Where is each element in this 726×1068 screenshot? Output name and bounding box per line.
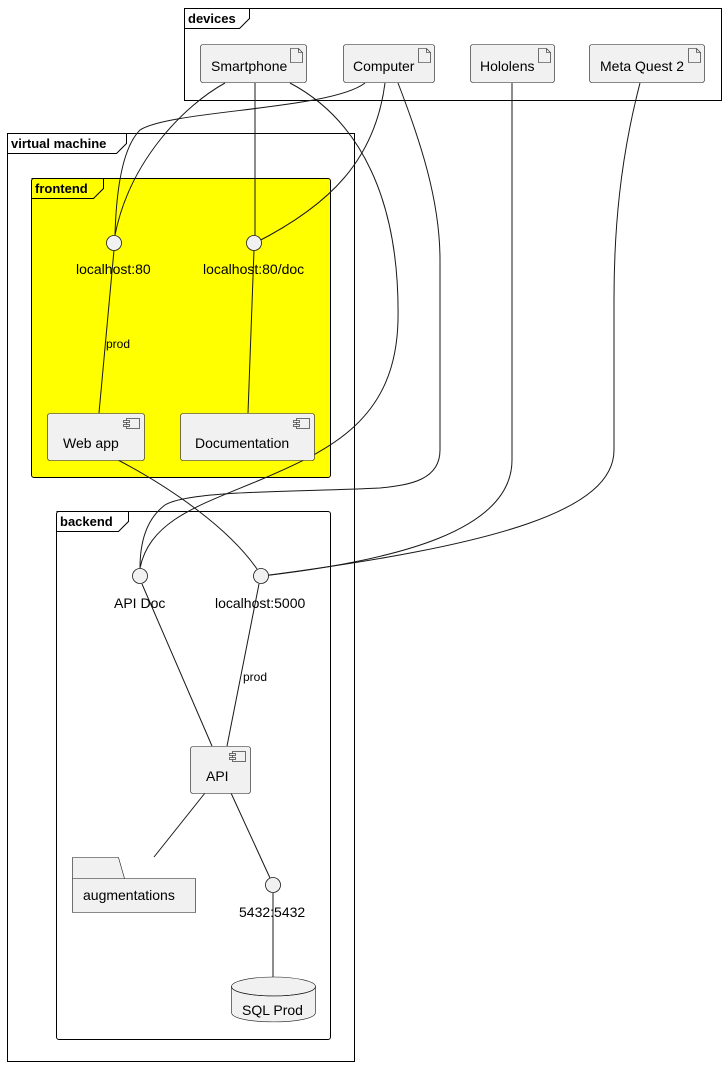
database-sql-prod[interactable]: SQL Prod [231,976,316,1023]
edge-label-api-prod: prod [243,670,267,684]
backend-frame-label: backend [60,514,113,529]
edge-api-db-iface [230,792,271,879]
interface-localhost-5000-label: localhost:5000 [215,595,306,611]
interface-localhost-5000[interactable]: localhost:5000 [215,568,306,612]
device-meta-quest-2-label: Meta Quest 2 [600,58,684,74]
device-hololens-label: Hololens [480,58,534,74]
component-documentation[interactable]: Documentation [180,413,315,461]
artifact-icon [688,48,701,63]
edge-label-web-prod: prod [106,337,130,351]
folder-augmentations[interactable]: augmentations [72,857,196,913]
edge-api-iface-api [226,583,260,747]
artifact-icon [418,48,431,63]
component-icon [293,418,310,429]
edge-computer-apidoc [139,82,441,569]
interface-api-doc[interactable]: API Doc [114,568,165,612]
component-api-label: API [206,768,229,784]
folder-icon [72,857,196,913]
database-icon [231,976,316,1023]
interface-5432[interactable]: 5432:5432 [239,877,305,921]
interface-circle-icon [265,877,281,893]
edge-computer-doc [254,82,386,244]
interface-circle-icon [246,235,262,251]
interface-localhost-80-doc[interactable]: localhost:80/doc [203,235,304,278]
component-icon [123,418,140,429]
folder-augmentations-label: augmentations [83,887,175,903]
virtual-machine-frame: virtual machine [7,133,355,1062]
device-computer-label: Computer [353,58,415,74]
component-api[interactable]: API [190,746,251,794]
artifact-icon [290,48,303,63]
device-hololens[interactable]: Hololens [470,44,555,83]
interface-5432-label: 5432:5432 [239,904,305,920]
frontend-frame: frontend [31,178,331,478]
edge-apidoc-api [141,583,213,747]
edge-metaquest-api [261,82,641,577]
interface-localhost-80-label: localhost:80 [76,261,151,277]
edge-web-webapp [98,249,115,414]
virtual-machine-frame-label: virtual machine [11,136,106,151]
device-meta-quest-2[interactable]: Meta Quest 2 [589,44,705,83]
edge-smartphone-apidoc [139,82,399,569]
frontend-frame-label: frontend [35,181,88,196]
interface-localhost-80[interactable]: localhost:80 [76,235,151,278]
device-smartphone[interactable]: Smartphone [200,44,307,83]
component-web-app-label: Web app [63,435,119,451]
edge-api-augmentations [153,792,206,858]
interface-circle-icon [253,568,269,584]
interface-circle-icon [132,568,148,584]
component-documentation-label: Documentation [195,435,289,451]
artifact-icon [538,48,551,63]
device-smartphone-label: Smartphone [211,58,287,74]
interface-api-doc-label: API Doc [114,595,165,611]
edge-computer-web [114,82,366,236]
interface-circle-icon [106,235,122,251]
edge-webapp-api [117,459,258,570]
interface-localhost-80-doc-label: localhost:80/doc [203,261,304,277]
backend-frame: backend [56,511,331,1040]
database-sql-prod-label: SQL Prod [242,1002,303,1018]
component-web-app[interactable]: Web app [47,413,145,461]
edges [98,82,641,977]
devices-frame-label: devices [188,11,236,26]
device-computer[interactable]: Computer [343,44,435,83]
component-icon [229,751,246,762]
devices-frame: devices [184,8,722,101]
edge-doc-documentation [247,249,255,414]
edge-smartphone-web [114,82,226,236]
